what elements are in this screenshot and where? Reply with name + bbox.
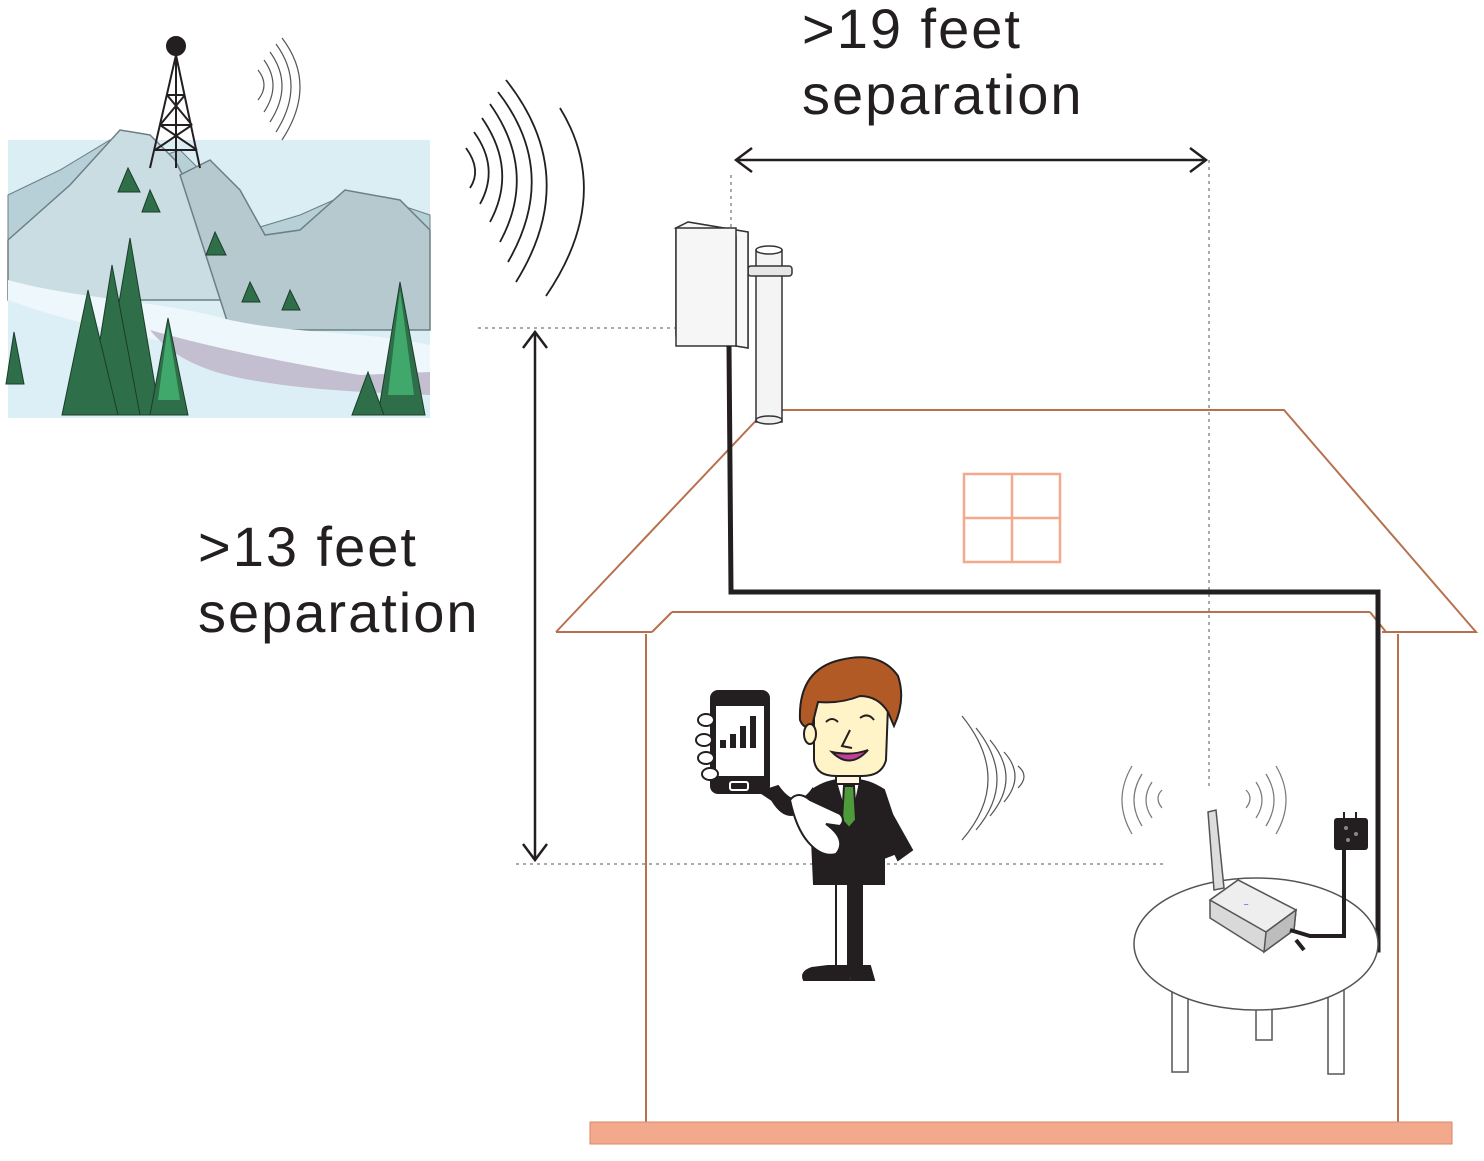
house-outline [555,409,1479,1122]
vertical-separation-word: separation [198,581,480,644]
horizontal-separation-label: >19 feet separation [802,0,1084,128]
booster-cables [1289,850,1346,952]
horizontal-separation-word: separation [802,63,1084,126]
signal-wave-icon [1121,765,1287,835]
signal-wave-icon [961,715,1025,841]
mountains-icon [5,129,431,418]
attic-window [962,472,1062,564]
cell-tower-icon [149,36,201,169]
vertical-separation-value: >13 feet [198,515,418,578]
vertical-separation-label: >13 feet separation [198,514,480,646]
house-floor [589,1121,1453,1145]
signal-wave-icon [257,37,301,141]
horizontal-separation-value: >19 feet [802,0,1022,60]
man-figure-icon [757,656,914,981]
vertical-dimension-arrow [522,329,548,863]
horizontal-dimension-arrow [733,147,1209,173]
outdoor-antenna-icon [673,221,793,425]
smartphone-icon [695,690,770,794]
svg-text:~: ~ [1243,899,1250,910]
signal-wave-icon [465,79,585,297]
power-adapter-icon [1334,812,1368,850]
